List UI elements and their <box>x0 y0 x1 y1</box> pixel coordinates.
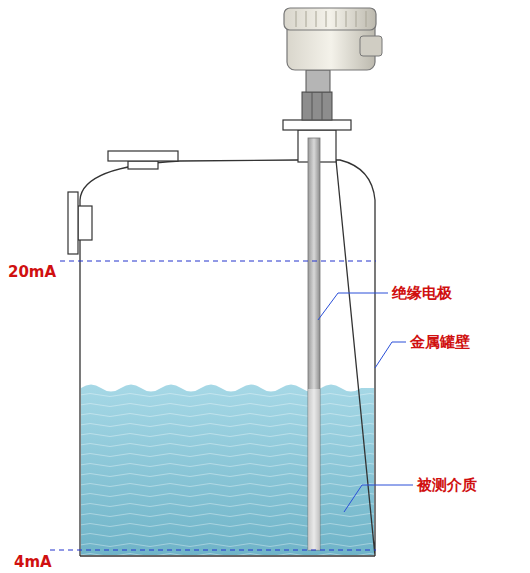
leader-line <box>344 485 413 512</box>
top-nozzle-flange <box>108 151 178 161</box>
label-text: 绝缘电极 <box>392 284 452 302</box>
top-nozzle-neck <box>128 161 158 169</box>
liquid-texture <box>81 392 374 555</box>
electrode-immersed <box>308 389 320 550</box>
housing-lid <box>284 8 376 30</box>
lid-ribs <box>296 11 366 27</box>
probe-neck <box>306 70 330 92</box>
hex-edge <box>312 92 313 120</box>
probe-nozzle-flange <box>283 120 351 130</box>
label-text: 4mA <box>14 553 52 571</box>
side-nozzle-flange <box>68 192 78 254</box>
side-nozzle-neck <box>78 206 92 240</box>
tank-bottom <box>80 555 375 556</box>
metal-tank-wall <box>80 160 375 556</box>
leader-line <box>375 342 406 368</box>
hex-edge <box>322 92 323 120</box>
liquid <box>81 385 374 556</box>
level-4mA-line <box>50 550 376 551</box>
label-text: 金属罐壁 <box>410 333 470 351</box>
leader-line <box>318 293 388 320</box>
label-text: 20mA <box>8 263 56 281</box>
probe-hex <box>302 92 332 120</box>
cable-gland <box>360 36 382 56</box>
label-text: 被测介质 <box>417 476 477 494</box>
level-20mA-line <box>60 261 376 262</box>
insulated-electrode-rod <box>308 138 320 550</box>
